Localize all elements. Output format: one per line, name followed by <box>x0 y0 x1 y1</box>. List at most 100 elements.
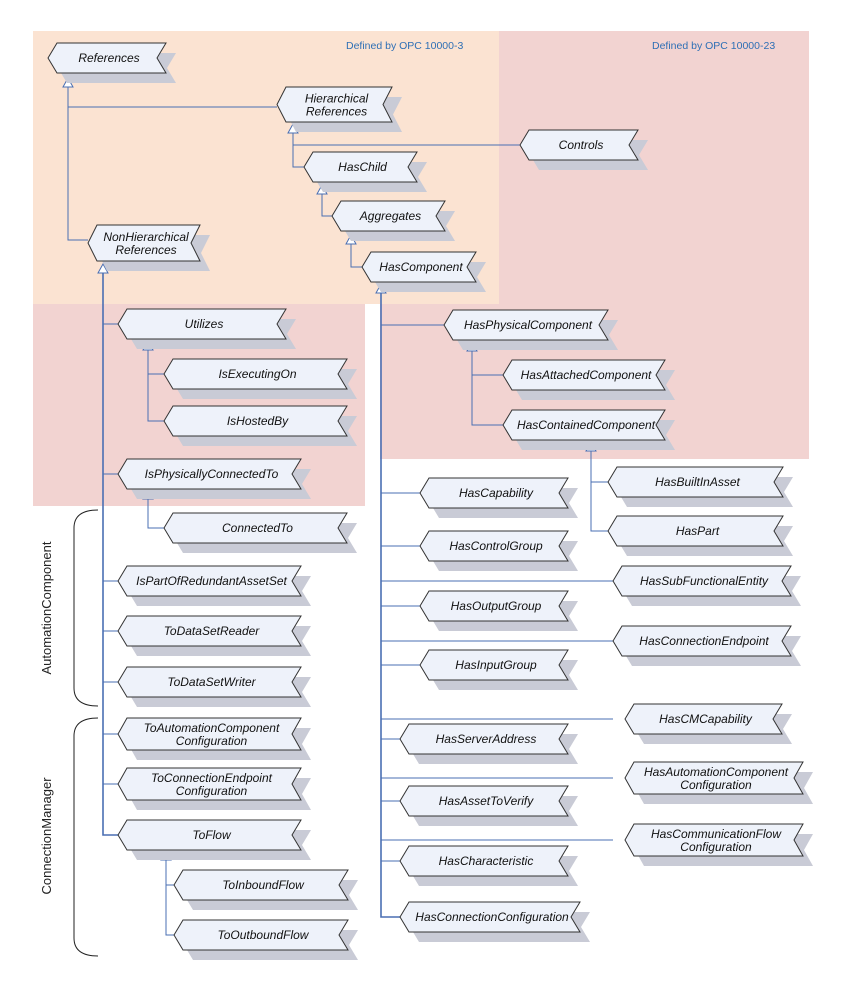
node-hascmcapability: HasCMCapability <box>624 703 792 744</box>
node-label-aggregates: Aggregates <box>359 209 421 223</box>
node-shape <box>117 666 302 698</box>
node-hascomponent: HasComponent <box>361 251 486 292</box>
node-haschild: HasChild <box>303 151 427 192</box>
edge-nonhierarchical-trunk <box>102 273 118 836</box>
edge-hascomponent-trunk <box>380 293 400 918</box>
node-shape <box>117 819 302 851</box>
node-shape <box>399 785 569 817</box>
node-label-connectedto: ConnectedTo <box>222 521 293 535</box>
edge-hascontainedcomponent-children <box>590 451 608 532</box>
node-shape <box>612 625 792 657</box>
node-label-hasserveraddress: HasServerAddress <box>436 732 537 746</box>
node-label-tooutboundflow: ToOutboundFlow <box>218 928 310 942</box>
node-toinboundflow: ToInboundFlow <box>173 869 358 910</box>
node-ispartofredundantassetset: IsPartOfRedundantAssetSet <box>117 565 311 606</box>
node-shape <box>624 703 783 735</box>
node-label-ishostedby: IsHostedBy <box>227 414 289 428</box>
node-shape <box>502 359 666 391</box>
node-shape <box>117 717 302 751</box>
node-shape <box>163 512 348 544</box>
node-label-controls: Controls <box>559 138 604 152</box>
node-hasinputgroup: HasInputGroup <box>419 649 578 690</box>
node-label-hascontrolgroup: HasControlGroup <box>449 539 543 553</box>
node-label-todatasetreader: ToDataSetReader <box>164 624 261 638</box>
node-label-hasassettoverify: HasAssetToVerify <box>439 794 534 808</box>
node-shape <box>361 251 477 283</box>
node-tooutboundflow: ToOutboundFlow <box>173 919 358 960</box>
node-shape <box>419 530 569 562</box>
node-hascontrolgroup: HasControlGroup <box>419 530 578 571</box>
node-shape <box>331 200 446 232</box>
region-label-opc-10000-23: Defined by OPC 10000-23 <box>652 40 775 52</box>
node-hasserveraddress: HasServerAddress <box>399 723 578 764</box>
region-label-opc-10000-3: Defined by OPC 10000-3 <box>346 40 463 52</box>
node-label-isexecutingon: IsExecutingOn <box>218 367 296 381</box>
node-shape <box>47 42 167 74</box>
node-shape <box>163 405 348 437</box>
node-shape <box>519 129 639 161</box>
node-shape <box>173 919 349 951</box>
node-hasattachedcomponent: HasAttachedComponent <box>502 359 675 400</box>
node-label-hascomponent: HasComponent <box>379 260 463 274</box>
node-shape <box>419 590 569 622</box>
node-todatasetreader: ToDataSetReader <box>117 615 311 656</box>
node-label-utilizes: Utilizes <box>185 317 224 331</box>
node-controls: Controls <box>519 129 648 170</box>
node-label-hasbuiltinasset: HasBuiltInAsset <box>655 475 740 489</box>
node-shape <box>117 767 302 801</box>
edge-toflow-children <box>165 860 174 936</box>
node-label-haspart: HasPart <box>676 524 720 538</box>
node-label-toinboundflow: ToInboundFlow <box>222 878 305 892</box>
node-hasassettoverify: HasAssetToVerify <box>399 785 578 826</box>
node-shape <box>502 409 666 441</box>
node-label-hasoutputgroup: HasOutputGroup <box>451 599 542 613</box>
node-shape <box>624 823 804 857</box>
node-shape <box>443 309 609 341</box>
node-todatasetwriter: ToDataSetWriter <box>117 666 311 707</box>
node-shape <box>117 458 302 490</box>
node-aggregates: Aggregates <box>331 200 455 241</box>
node-shape <box>419 649 569 681</box>
node-shape <box>87 224 201 262</box>
node-hasconnectionconfiguration: HasConnectionConfiguration <box>399 901 590 942</box>
edge-hierarchical-haschild <box>292 133 304 168</box>
node-shape <box>612 565 792 597</box>
node-label-hascapability: HasCapability <box>459 486 534 500</box>
node-shape <box>607 466 784 498</box>
node-shape <box>399 723 569 755</box>
node-label-hassubfunctionalentity: HasSubFunctionalEntity <box>640 574 769 588</box>
node-shape <box>624 761 804 795</box>
node-hascapability: HasCapability <box>419 477 578 518</box>
node-hassubfunctionalentity: HasSubFunctionalEntity <box>612 565 801 606</box>
node-label-hasconnectionendpoint: HasConnectionEndpoint <box>639 634 769 648</box>
node-label-hasphysicalcomponent: HasPhysicalComponent <box>464 318 593 332</box>
node-isexecutingon: IsExecutingOn <box>163 358 357 399</box>
node-label-hasconnectionconfiguration: HasConnectionConfiguration <box>415 910 569 924</box>
node-label-isphysicallyconnectedto: IsPhysicallyConnectedTo <box>145 467 279 481</box>
node-isphysicallyconnectedto: IsPhysicallyConnectedTo <box>117 458 311 499</box>
edge-isphysicallyconnectedto-connectedto <box>147 499 164 529</box>
node-toflow: ToFlow <box>117 819 311 860</box>
node-shape <box>117 615 302 647</box>
group-label-connectionmanager: ConnectionManager <box>39 777 54 895</box>
node-references: References <box>47 42 176 83</box>
node-hasbuiltinasset: HasBuiltInAsset <box>607 466 793 507</box>
brace-automationcomponent <box>73 509 99 707</box>
node-label-references: References <box>78 51 139 65</box>
node-haspart: HasPart <box>607 515 793 556</box>
node-shape <box>303 151 418 183</box>
edge-hasphysicalcomponent-children <box>471 351 503 426</box>
node-shape <box>173 869 349 901</box>
